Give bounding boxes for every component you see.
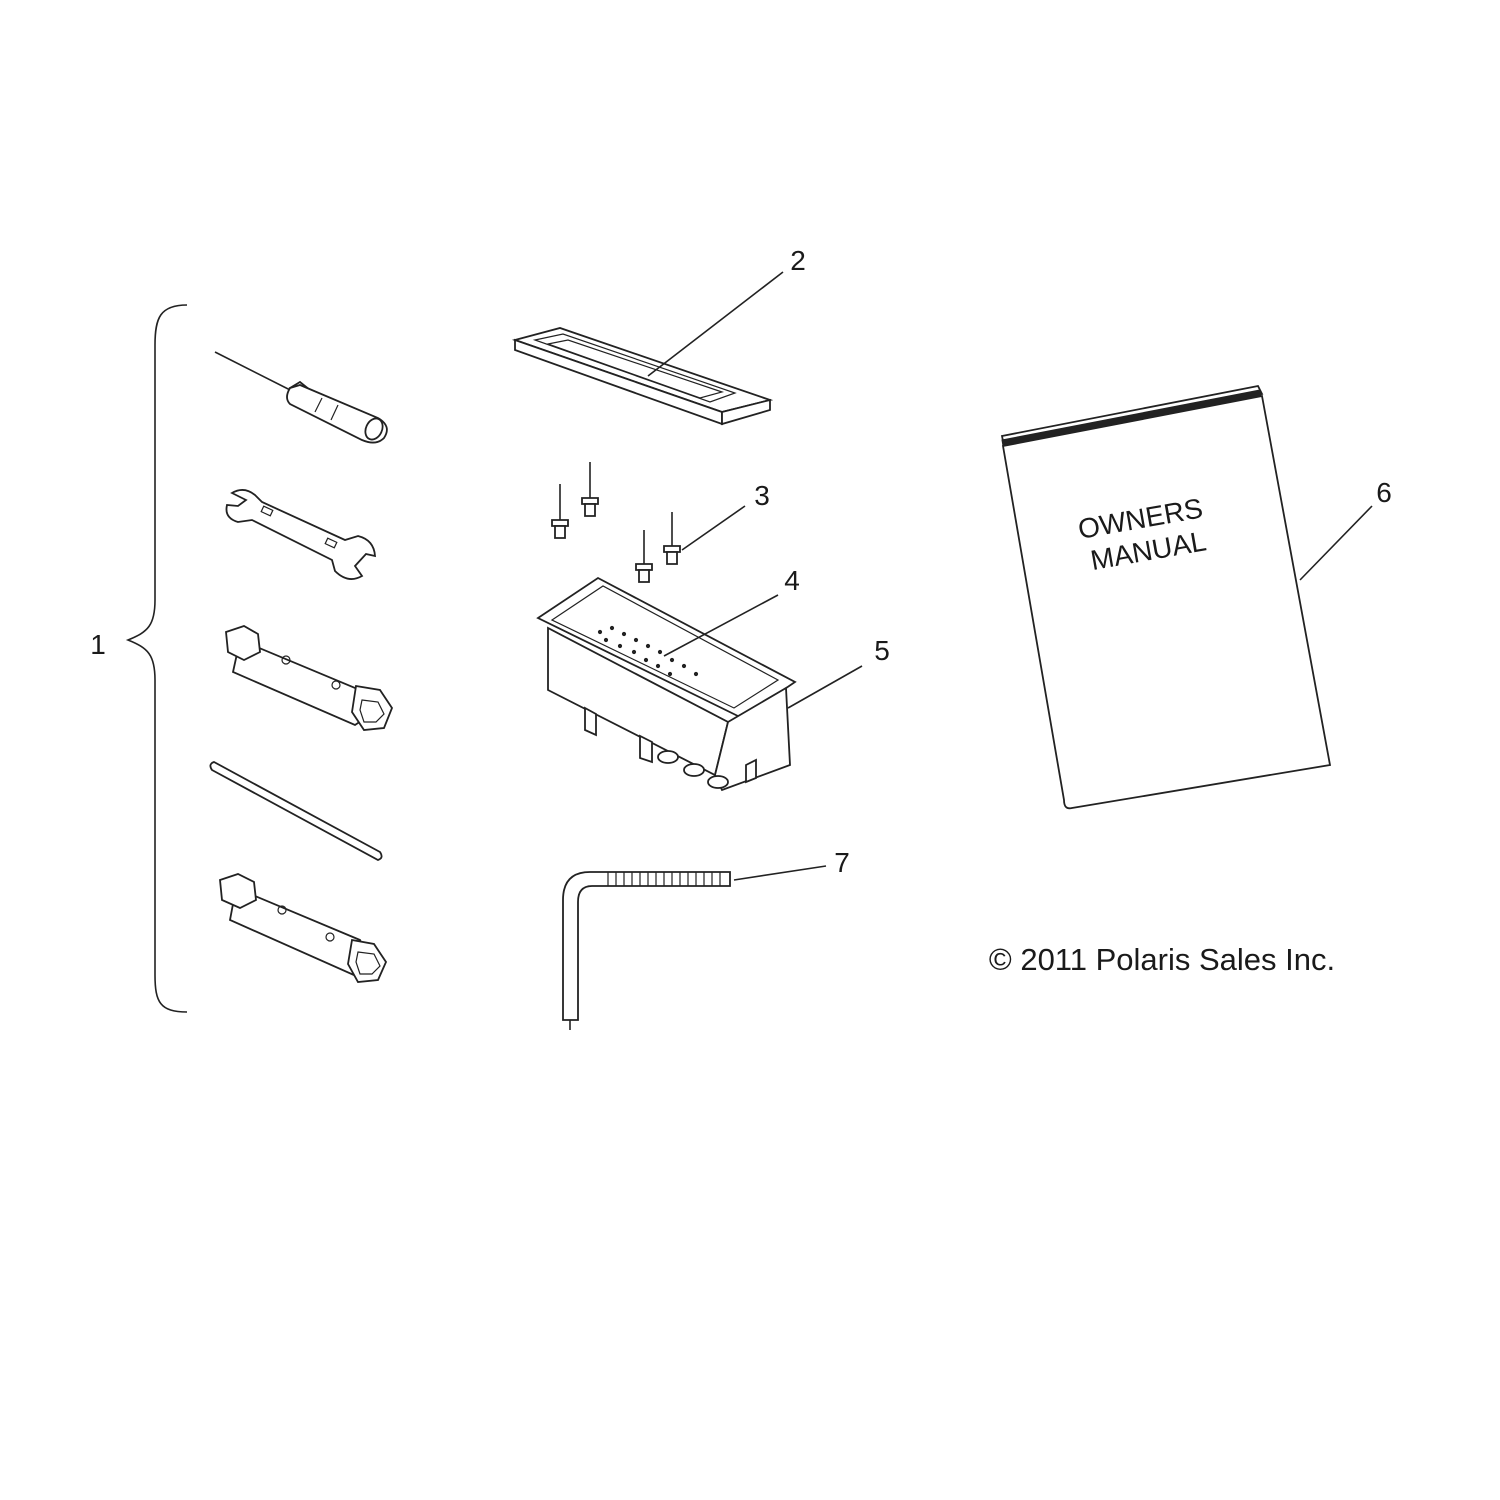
box-wrench-icon [219, 873, 388, 983]
callout-2: 2 [790, 245, 806, 276]
hex-key-icon [562, 871, 731, 1030]
tool-box [536, 576, 797, 792]
box-wrench-icon [225, 625, 394, 731]
tommy-bar-icon [209, 761, 383, 861]
callout-5: 5 [874, 635, 890, 666]
tool-kit-bracket [125, 304, 188, 1013]
rivet-pins [551, 462, 681, 583]
copyright-notice: © 2011 Polaris Sales Inc. [989, 942, 1335, 977]
tool-box-lid [511, 327, 774, 426]
callout-1: 1 [90, 629, 106, 660]
owners-manual: OWNERS MANUAL [1000, 384, 1332, 810]
screwdriver-icon [214, 351, 388, 444]
open-end-wrench-icon [225, 489, 376, 580]
callout-4: 4 [784, 565, 800, 596]
callout-3: 3 [754, 480, 770, 511]
callout-6: 6 [1376, 477, 1392, 508]
callout-7: 7 [834, 847, 850, 878]
